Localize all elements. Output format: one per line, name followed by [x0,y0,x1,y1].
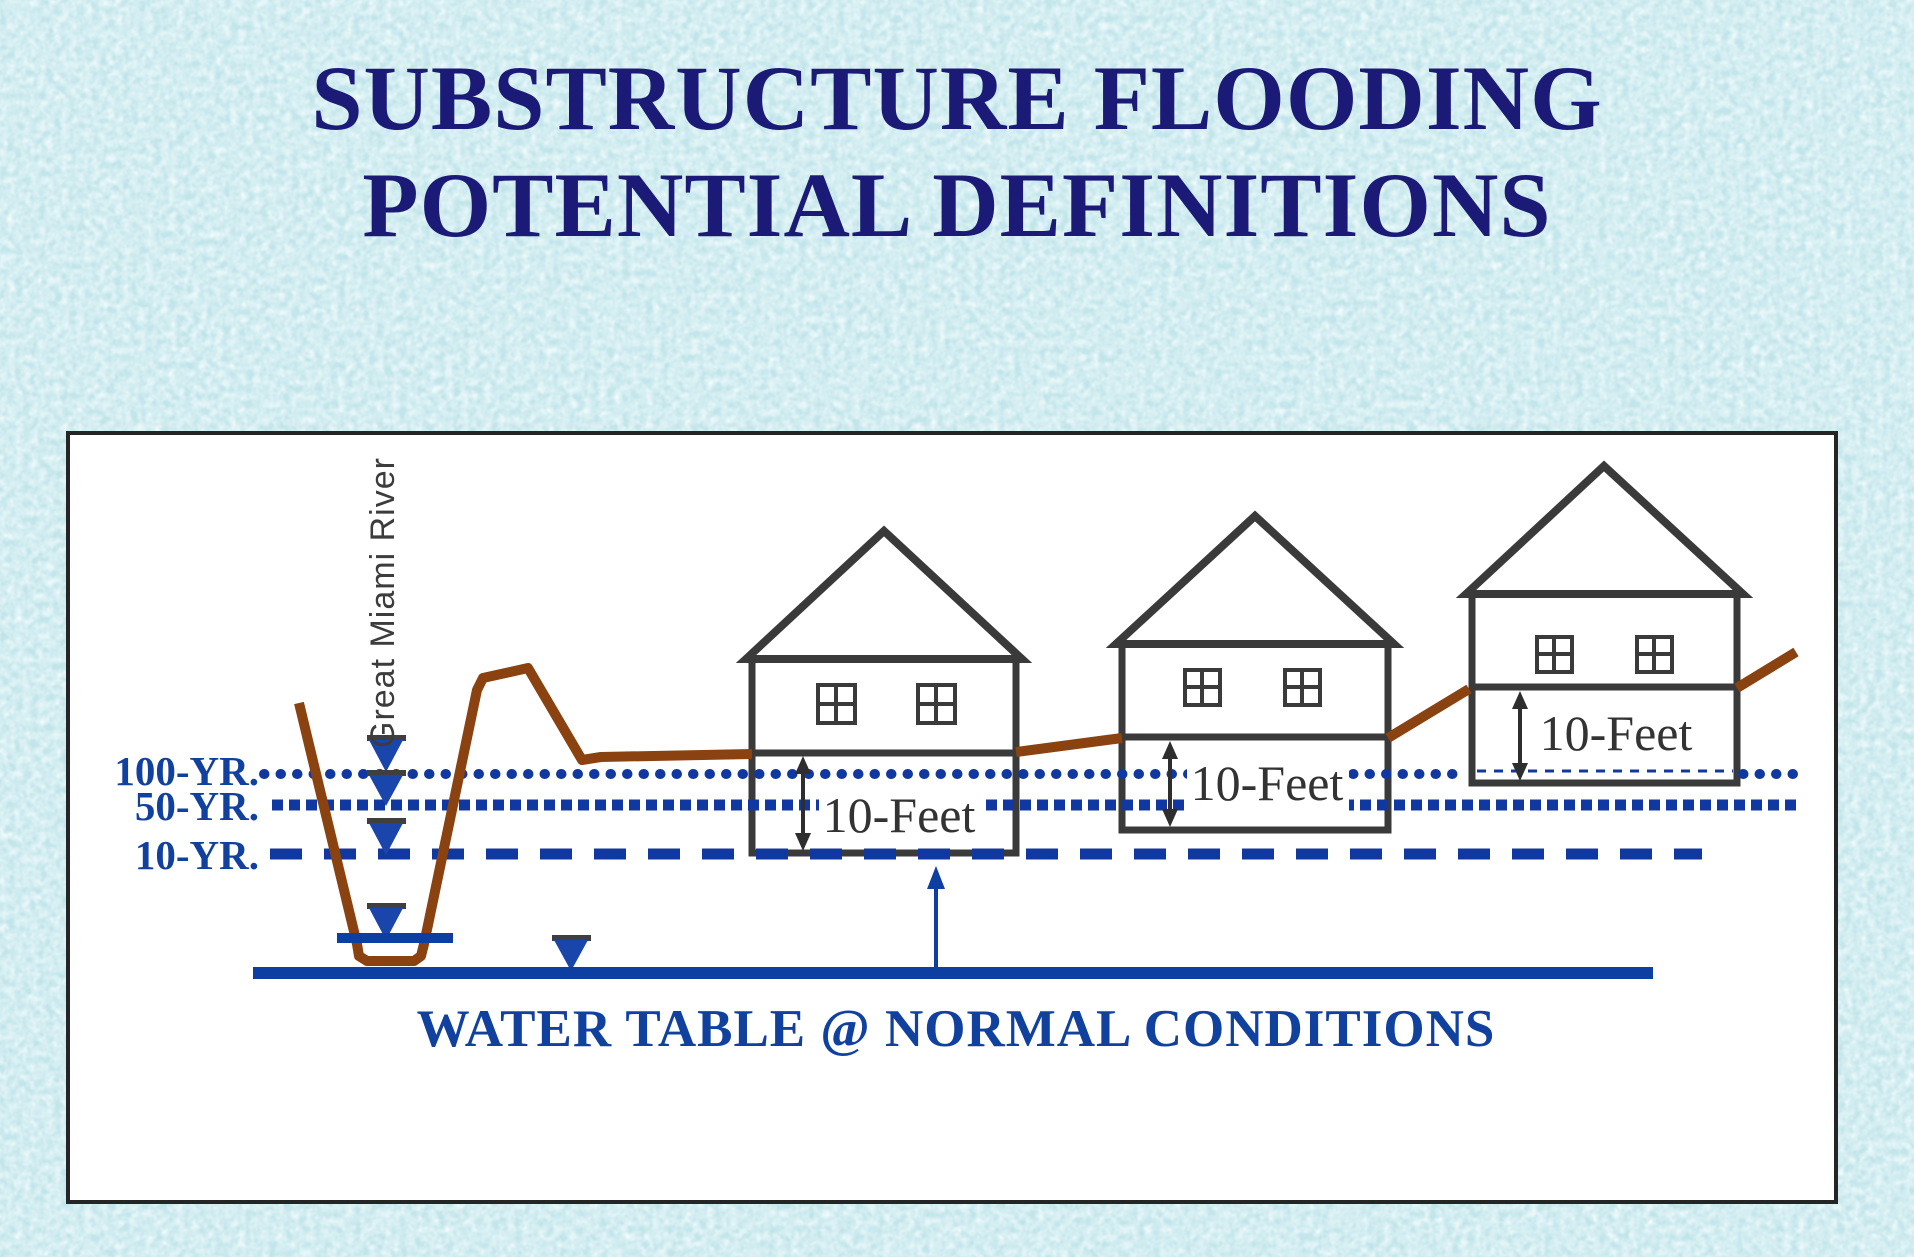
water-level-marker-50yr [367,770,406,806]
house-3-body [1468,589,1741,691]
house-2-window-right [1283,668,1322,707]
house-1-depth-annotation: 10-Feet [795,756,981,851]
house-1-depth-label: 10-Feet [823,787,976,843]
slide-title-line2: POTENTIAL DEFINITIONS [362,154,1552,256]
label-50yr: 50-YR. [135,783,259,829]
water-table-line [253,967,1653,979]
house-3-depth-label: 10-Feet [1540,705,1693,761]
river-name-label: Great Miami River [364,457,402,748]
water-level-marker-100yr [367,735,406,772]
house-1-roof [735,525,1033,663]
slide-title-line1: SUBSTRUCTURE FLOODING [311,47,1603,149]
house-1-window-left [816,683,857,725]
house-3-depth-annotation: 10-Feet [1512,691,1697,781]
label-mask [819,787,981,843]
house-3-window-left [1535,635,1574,674]
water-table-label: WATER TABLE @ NORMAL CONDITIONS [417,1000,1496,1058]
water-level-marker-water-table [552,935,591,971]
label-100yr: 100-YR. [114,748,259,794]
river-normal-level-bar [337,933,453,943]
slide-title: SUBSTRUCTURE FLOODING POTENTIAL DEFINITI… [0,45,1914,259]
house-1-window-right [916,683,957,725]
ground-right-of-house3 [1734,647,1799,693]
label-10yr: 10-YR. [135,832,259,878]
house-2-window-left [1183,668,1222,707]
house-3-window-right [1635,635,1674,674]
label-mask [1535,705,1697,761]
water-level-marker-normal [367,903,406,940]
house-2-depth-annotation: 10-Feet [1162,741,1349,827]
ground-house2-house3 [1385,684,1472,743]
ground-house1-house2 [1015,733,1123,757]
house-2-depth-label: 10-Feet [1191,755,1344,811]
label-mask [1187,755,1349,811]
house-2-body [1118,639,1392,741]
river-channel-profile [294,663,753,966]
house-1-body [748,654,1020,757]
water-level-marker-10yr [367,818,406,855]
water-table-up-arrow [927,866,945,968]
house-2-roof [1105,510,1405,648]
house-3-roof [1455,460,1754,598]
